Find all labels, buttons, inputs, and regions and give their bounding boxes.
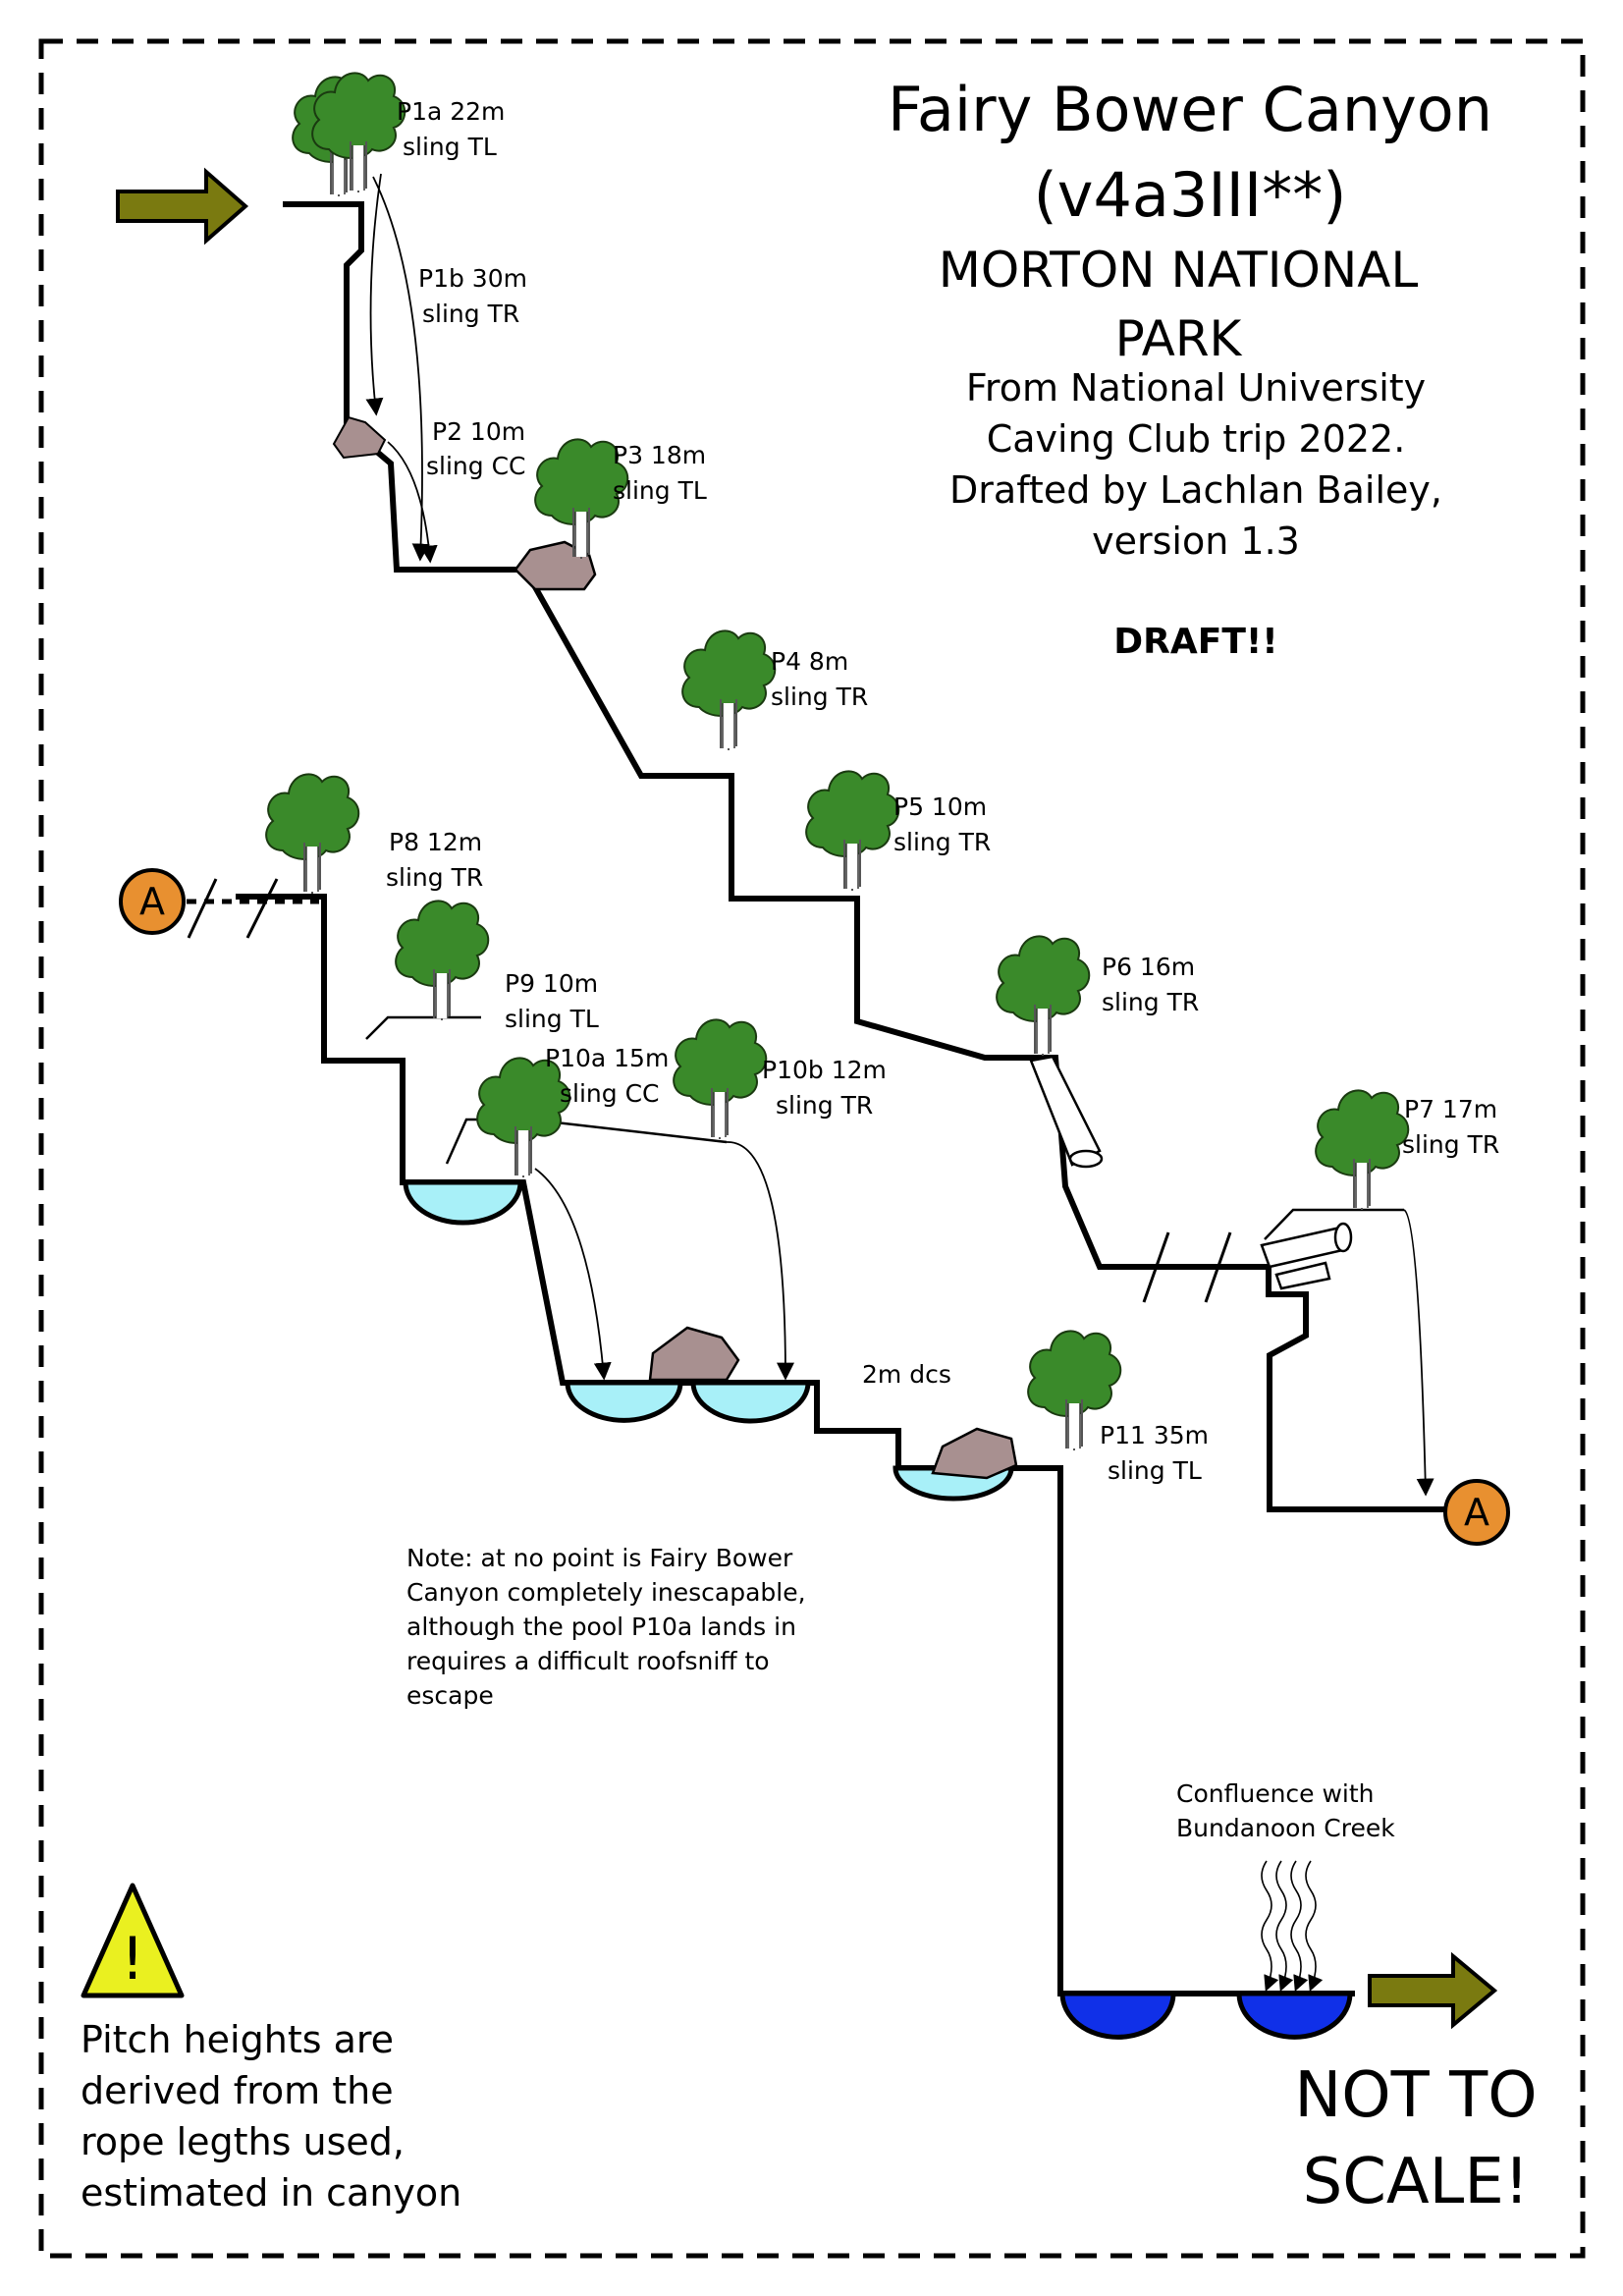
scale-note-line2: SCALE! — [1303, 2146, 1530, 2218]
p6-name: P6 16m — [1102, 953, 1195, 981]
p9-name: P9 10m — [505, 969, 598, 998]
credits-line3: Drafted by Lachlan Bailey, — [949, 468, 1442, 512]
deep-pool-2 — [1236, 1991, 1353, 2040]
tree-p10a-icon — [476, 1057, 571, 1178]
log-p6-icon — [1029, 1055, 1104, 1169]
entry-arrow-icon — [116, 167, 249, 246]
p9-anchor: sling TL — [505, 1005, 599, 1033]
deep-pool-1 — [1059, 1991, 1176, 2040]
tree-p7-icon — [1315, 1089, 1410, 1211]
note-line5: escape — [406, 1681, 494, 1710]
tree-p4-icon — [681, 629, 777, 751]
p10a-name: P10a 15m — [545, 1044, 669, 1072]
title-line1: Fairy Bower Canyon — [888, 74, 1492, 145]
credits-line2: Caving Club trip 2022. — [987, 417, 1406, 461]
note-line2: Canyon completely inescapable, — [406, 1578, 806, 1607]
p10a-anchor: sling CC — [560, 1079, 660, 1108]
note-line1: Note: at no point is Fairy Bower — [406, 1544, 793, 1572]
p1a-anchor: sling TL — [403, 133, 497, 161]
p1a-name: P1a 22m — [397, 97, 505, 126]
log-p7-icon — [1260, 1222, 1353, 1290]
downclimb-label: 2m dcs — [862, 1360, 951, 1389]
exit-arrow-icon — [1368, 1951, 1498, 2030]
svg-text:A: A — [139, 880, 165, 923]
p3-anchor: sling TL — [613, 476, 707, 505]
boulder-p11-icon — [931, 1427, 1018, 1480]
credits-line1: From National University — [966, 366, 1426, 410]
p5-anchor: sling TR — [893, 828, 991, 856]
park-line2: PARK — [1115, 310, 1243, 367]
p2-anchor: sling CC — [426, 452, 526, 480]
tree-p6-icon — [996, 935, 1091, 1057]
warning-triangle-icon: ! — [81, 1883, 185, 1998]
title-line2: (v4a3III**) — [1034, 159, 1347, 231]
draft-label: DRAFT!! — [1113, 622, 1277, 662]
tree-p10b-icon — [673, 1018, 768, 1140]
tree-p8-icon — [265, 773, 360, 895]
warning-line1: Pitch heights are — [81, 2018, 394, 2061]
svg-text:!: ! — [121, 1925, 144, 1994]
confluence-flow-icon — [1261, 1860, 1324, 1992]
boulder-p2-icon — [332, 415, 387, 460]
connector-a-right-icon: A — [1443, 1479, 1510, 1546]
p1b-anchor: sling TR — [422, 300, 519, 328]
p10b-anchor: sling TR — [776, 1091, 873, 1120]
canyon-profile-lower — [236, 894, 1355, 1996]
park-line1: MORTON NATIONAL — [939, 242, 1419, 299]
connector-a-left-icon: A — [119, 868, 186, 935]
p7-name: P7 17m — [1404, 1095, 1497, 1123]
confluence-line1: Confluence with — [1176, 1779, 1375, 1808]
note-line3: although the pool P10a lands in — [406, 1613, 796, 1641]
note-line4: requires a difficult roofsniff to — [406, 1647, 770, 1675]
svg-text:A: A — [1464, 1491, 1489, 1534]
confluence-line2: Bundanoon Creek — [1176, 1814, 1395, 1842]
pool-p9 — [403, 1179, 523, 1226]
page-border — [38, 38, 1586, 2259]
tree-p9-icon — [395, 900, 490, 1021]
tree-p5-icon — [805, 770, 900, 892]
p8-name: P8 12m — [389, 828, 482, 856]
boulder-p10-icon — [648, 1326, 740, 1382]
p4-name: P4 8m — [771, 647, 848, 676]
p11-name: P11 35m — [1100, 1421, 1209, 1449]
p6-anchor: sling TR — [1102, 988, 1199, 1016]
warning-line3: rope legths used, — [81, 2120, 405, 2163]
p5-name: P5 10m — [893, 793, 987, 821]
credits-line4: version 1.3 — [1092, 519, 1300, 563]
p7-anchor: sling TR — [1402, 1130, 1499, 1159]
warning-line2: derived from the — [81, 2069, 394, 2112]
p3-name: P3 18m — [613, 441, 706, 469]
p10b-name: P10b 12m — [762, 1056, 887, 1084]
p4-anchor: sling TR — [771, 683, 868, 711]
p1b-name: P1b 30m — [418, 264, 527, 293]
p11-anchor: sling TL — [1108, 1456, 1202, 1485]
p2-name: P2 10m — [432, 417, 525, 446]
scale-note-line1: NOT TO — [1294, 2059, 1537, 2132]
p8-anchor: sling TR — [386, 863, 483, 892]
pool-p10b — [690, 1380, 811, 1424]
warning-line4: estimated in canyon — [81, 2171, 461, 2214]
pool-p10a — [565, 1380, 683, 1423]
tree-p1a-icon — [292, 72, 406, 197]
